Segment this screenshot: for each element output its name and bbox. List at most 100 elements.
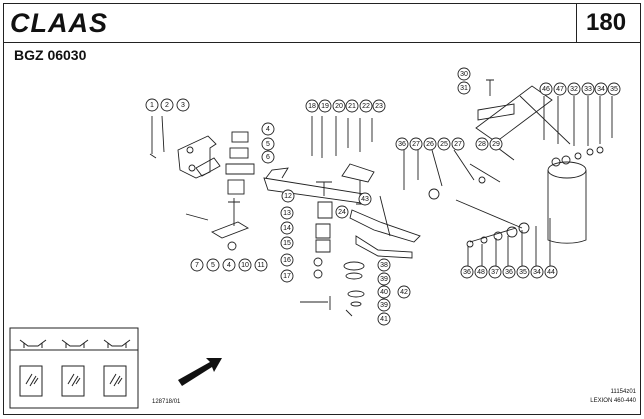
page-number: 180	[586, 9, 627, 36]
callout-circle	[261, 137, 275, 151]
callout-circle	[409, 137, 423, 151]
callout-circle	[358, 192, 372, 206]
callout-number: 25	[440, 141, 448, 148]
callout-number: 34	[533, 269, 541, 276]
callout-number: 27	[412, 141, 420, 148]
callout-circle	[280, 269, 294, 283]
callout-number: 44	[547, 269, 555, 276]
callout-circle	[261, 122, 275, 136]
callout-circle	[530, 265, 544, 279]
callout-number: 4	[227, 262, 231, 269]
callout-circle	[335, 205, 349, 219]
callout-number: 28	[478, 141, 486, 148]
callout-number: 33	[584, 86, 592, 93]
callout-number: 2	[165, 102, 169, 109]
callout-circle	[474, 265, 488, 279]
callout-circle	[594, 82, 608, 96]
callout-circle	[395, 137, 409, 151]
page-frame	[3, 3, 641, 415]
callout-number: 5	[266, 141, 270, 148]
callout-circle	[451, 137, 465, 151]
callout-circle	[607, 82, 621, 96]
callout-number: 22	[362, 103, 370, 110]
callout-number: 3	[181, 102, 185, 109]
callout-number: 18	[308, 103, 316, 110]
callout-circle	[544, 265, 558, 279]
callout-circle	[377, 272, 391, 286]
callout-number: 35	[610, 86, 618, 93]
callout-circle	[281, 189, 295, 203]
thumbnail-box	[9, 327, 139, 409]
callout-circle	[460, 265, 474, 279]
callout-number: 41	[380, 316, 388, 323]
callout-number: 36	[463, 269, 471, 276]
sheet-ref: 11154z01	[610, 389, 636, 395]
callout-number: 13	[283, 210, 291, 217]
callout-circle	[372, 99, 386, 113]
callout-circle	[206, 258, 220, 272]
callout-circle	[318, 99, 332, 113]
callout-circle	[280, 236, 294, 250]
callout-circle	[190, 258, 204, 272]
drawing-number: 128718/01	[152, 399, 181, 405]
callout-circle	[488, 265, 502, 279]
callout-number: 43	[361, 196, 369, 203]
callout-circle	[377, 298, 391, 312]
parts-lines	[149, 79, 613, 317]
callout-number: 39	[380, 302, 388, 309]
callout-circle	[359, 99, 373, 113]
callout-number: 31	[460, 85, 468, 92]
callout-number: 4	[266, 126, 270, 133]
callout-number: 1	[150, 102, 154, 109]
callout-number: 12	[284, 193, 292, 200]
callout-circle	[160, 98, 174, 112]
page-number-box	[576, 3, 641, 42]
callout-number: 47	[556, 86, 564, 93]
callout-number: 29	[492, 141, 500, 148]
callout-number: 26	[426, 141, 434, 148]
callout-number: 19	[321, 103, 329, 110]
callout-number: 27	[454, 141, 462, 148]
callout-number: 35	[519, 269, 527, 276]
callout-number: 14	[283, 225, 291, 232]
callout-circle	[457, 67, 471, 81]
callout-number: 42	[400, 289, 408, 296]
callout-number: 20	[335, 103, 343, 110]
callout-circle	[489, 137, 503, 151]
document-code: BGZ 06030	[14, 47, 87, 63]
callout-number: 36	[505, 269, 513, 276]
callout-number: 40	[380, 289, 388, 296]
callout-number: 23	[375, 103, 383, 110]
direction-arrow-icon	[178, 358, 222, 386]
callout-circle	[475, 137, 489, 151]
callout-circle	[539, 82, 553, 96]
callout-circle	[305, 99, 319, 113]
callout-number: 10	[241, 262, 249, 269]
callout-number: 11	[257, 262, 264, 269]
callout-circle	[280, 253, 294, 267]
callout-number: 17	[283, 273, 291, 280]
callout-number: 24	[338, 209, 346, 216]
callout-circle	[516, 265, 530, 279]
callout-number: 32	[570, 86, 578, 93]
callout-circle	[581, 82, 595, 96]
footer-refs: 11154z01 LEXION 460-440	[590, 388, 636, 406]
callout-circle	[222, 258, 236, 272]
callout-circle	[377, 285, 391, 299]
callout-circle	[397, 285, 411, 299]
callout-circle	[280, 221, 294, 235]
callout-number: 46	[542, 86, 550, 93]
callout-number: 7	[195, 262, 199, 269]
callout-number: 34	[597, 86, 605, 93]
callout-circle	[377, 258, 391, 272]
callout-number: 36	[398, 141, 406, 148]
callout-number: 48	[477, 269, 485, 276]
callout-circle	[145, 98, 159, 112]
callout-circle	[437, 137, 451, 151]
callout-circle	[254, 258, 268, 272]
callout-number: 5	[211, 262, 215, 269]
callout-circle	[567, 82, 581, 96]
